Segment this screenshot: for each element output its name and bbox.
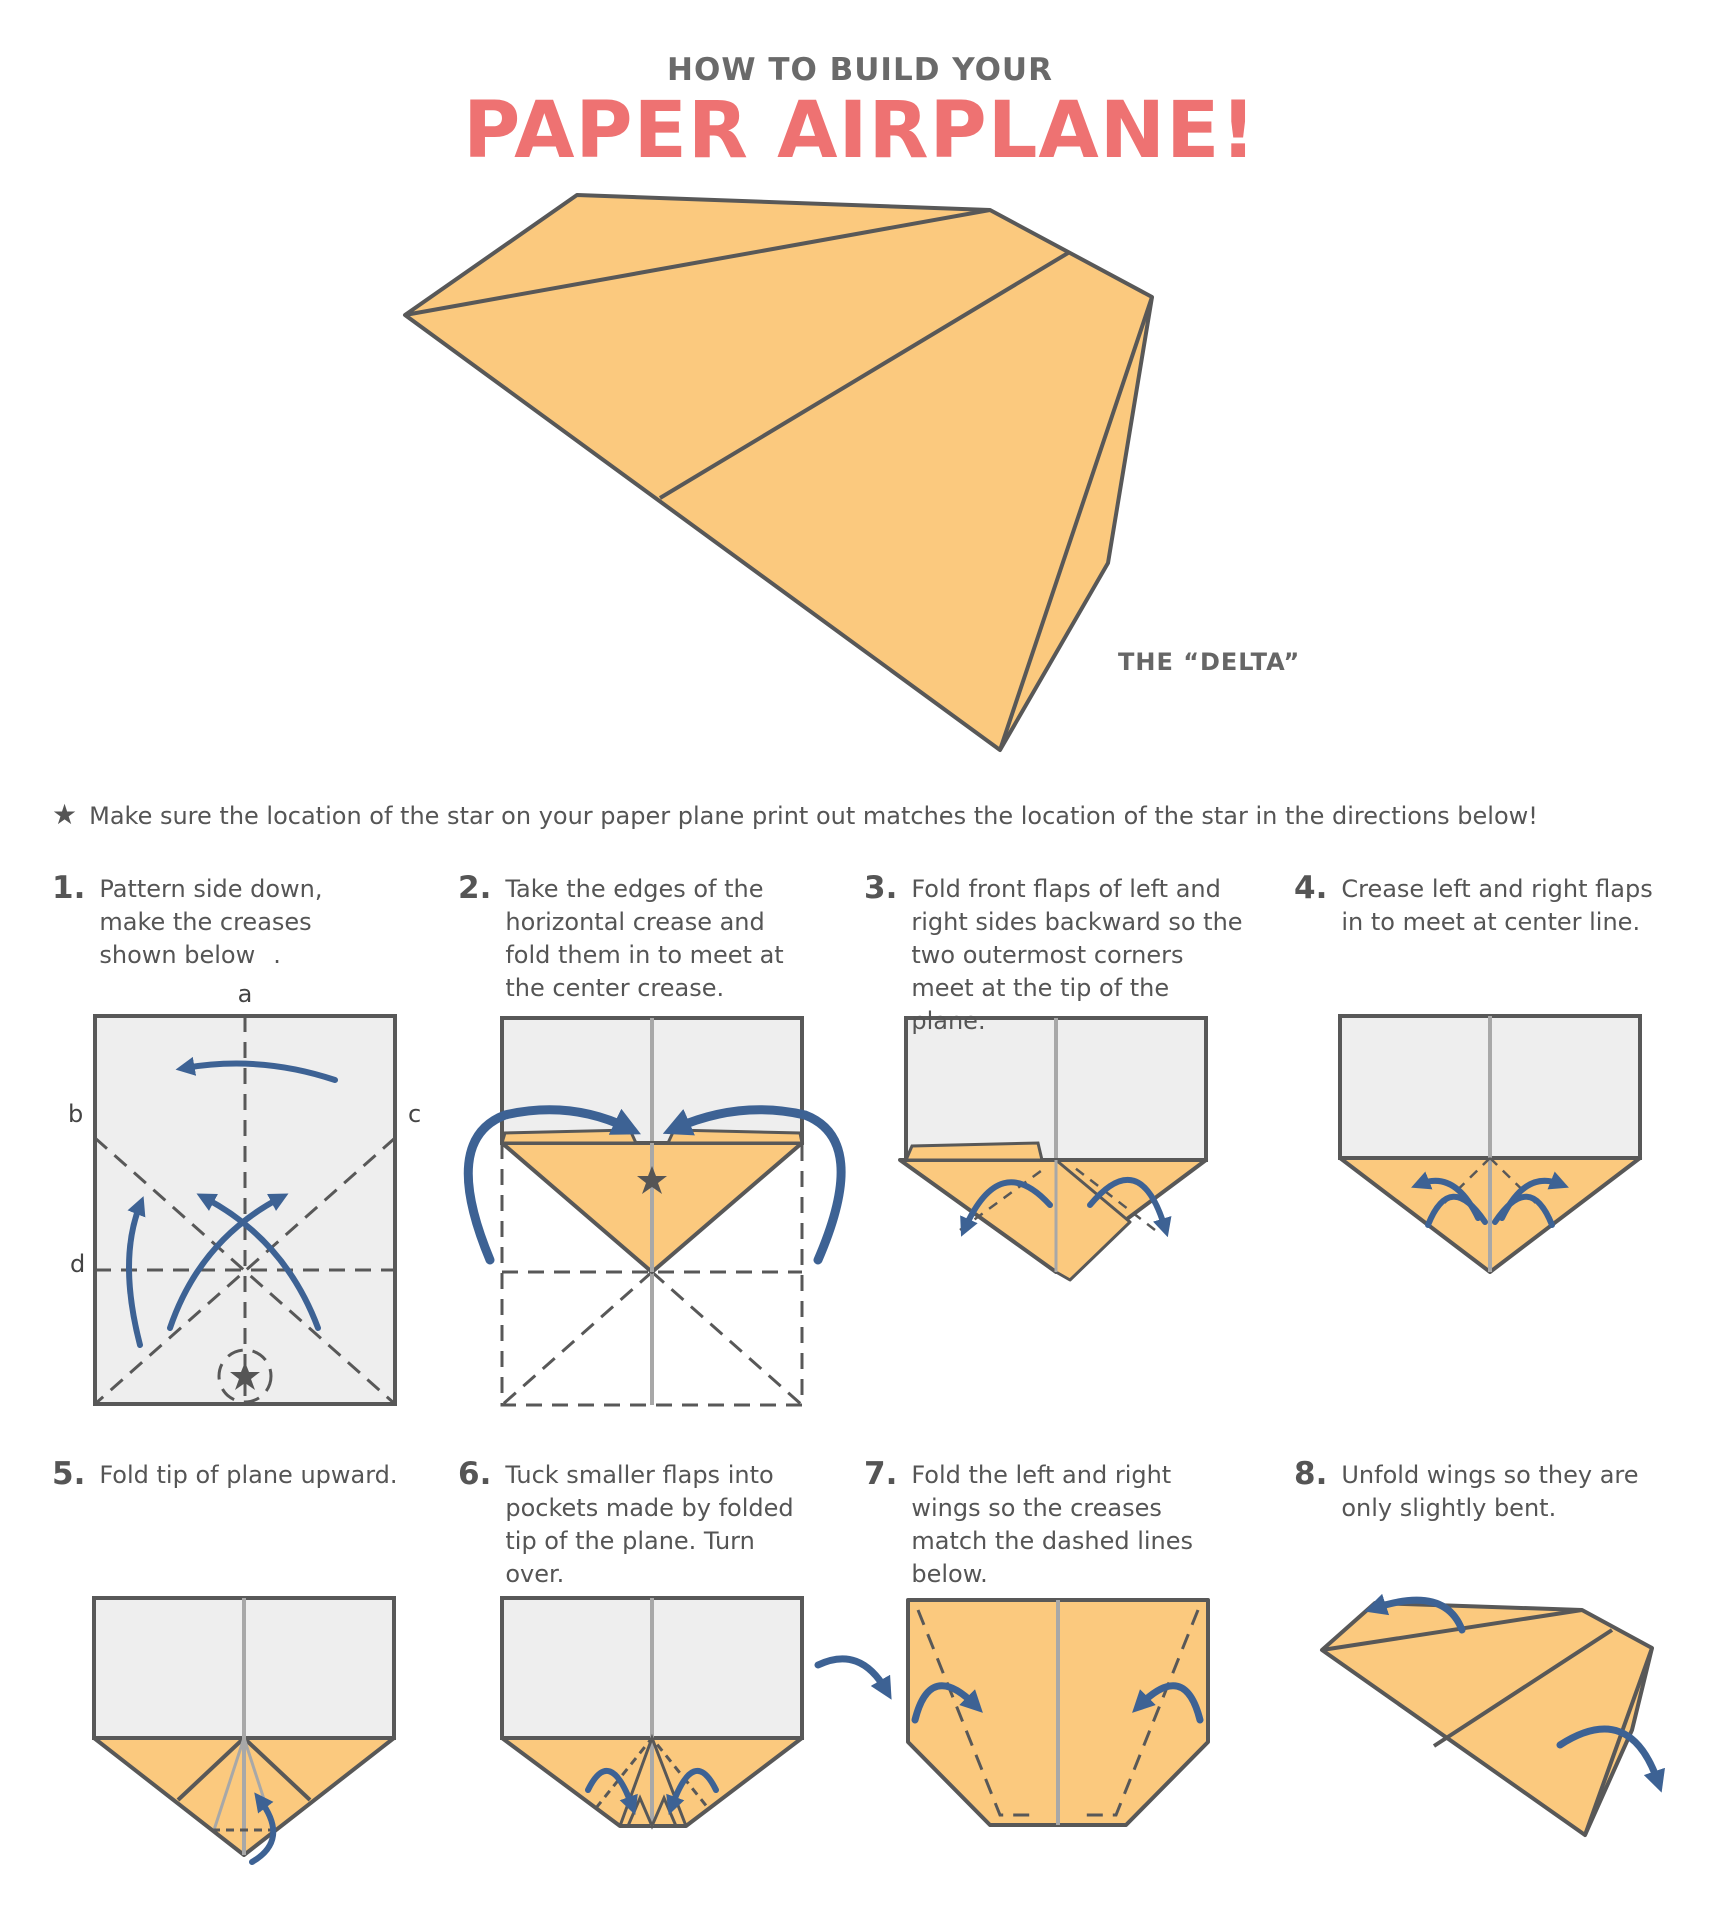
step-text: Tuck smaller flaps into pockets made by … [505, 1461, 794, 1588]
step-number: 5. [52, 1456, 86, 1492]
step-1-diagram: a b c d [68, 980, 421, 1406]
fold-arrows [1411, 1171, 1569, 1228]
star-note: ★ Make sure the location of the star on y… [52, 798, 1672, 831]
step-number: 2. [458, 870, 492, 906]
step-number: 3. [864, 870, 898, 906]
step-text: Pattern side down, make the creases show… [99, 875, 323, 969]
step-8-diagram [1320, 1593, 1665, 1837]
star-icon [230, 1362, 260, 1390]
step-number: 1. [52, 870, 86, 906]
step-5-caption: 5. Fold tip of plane upward. [52, 1456, 432, 1492]
fold-arrows [126, 1056, 338, 1348]
star-icon: ★ [52, 798, 78, 831]
fold-arrows [585, 1767, 719, 1816]
crease-label-c: c [408, 1100, 421, 1128]
step-number: 7. [864, 1456, 898, 1492]
header-kicker: HOW TO BUILD YOUR [667, 52, 1053, 88]
step-3-diagram [898, 1016, 1208, 1282]
fold-arrows [463, 1105, 846, 1265]
step-text: Fold tip of plane upward. [99, 1461, 398, 1489]
step-text: Fold the left and right wings so the cre… [911, 1461, 1194, 1588]
step-number: 4. [1294, 870, 1328, 906]
step-text: Unfold wings so they are only slightly b… [1341, 1461, 1639, 1522]
fold-arrows [814, 1655, 1204, 1724]
step-number: 6. [458, 1456, 492, 1492]
step-text: Fold front flaps of left and right sides… [911, 875, 1243, 1035]
step-7-diagram [814, 1598, 1210, 1827]
fold-arrows [960, 1176, 1172, 1238]
crease-label-b: b [68, 1100, 83, 1128]
step-2-diagram [463, 1016, 846, 1407]
step-4-diagram [1338, 1014, 1642, 1274]
step-8-caption: 8. Unfold wings so they are only slightl… [1294, 1456, 1684, 1525]
step-2-caption: 2. Take the edges of the horizontal crea… [458, 870, 788, 1005]
page-title: PAPER AIRPLANE! [463, 86, 1257, 176]
fold-arrows [1364, 1593, 1665, 1793]
step-number: 8. [1294, 1456, 1328, 1492]
step-5-diagram [92, 1596, 396, 1865]
step-3-caption: 3. Fold front flaps of left and right si… [864, 870, 1244, 1038]
step-1-caption: 1. Pattern side down, make the creases s… [52, 870, 392, 972]
star-note-text: Make sure the location of the star on yo… [89, 802, 1538, 830]
star-icon [637, 1166, 667, 1194]
plane-name-label: THE “DELTA” [1118, 648, 1301, 676]
step-6-caption: 6. Tuck smaller flaps into pockets made … [458, 1456, 818, 1591]
step-7-caption: 7. Fold the left and right wings so the … [864, 1456, 1244, 1591]
crease-label-a: a [238, 980, 253, 1008]
step-6-diagram [500, 1596, 804, 1830]
delta-plane-illustration [403, 193, 1154, 752]
step-4-caption: 4. Crease left and right flaps in to mee… [1294, 870, 1684, 939]
crease-label-d: d [70, 1250, 85, 1278]
step-text: Crease left and right flaps in to meet a… [1341, 875, 1653, 936]
step-text: Take the edges of the horizontal crease … [505, 875, 784, 1002]
